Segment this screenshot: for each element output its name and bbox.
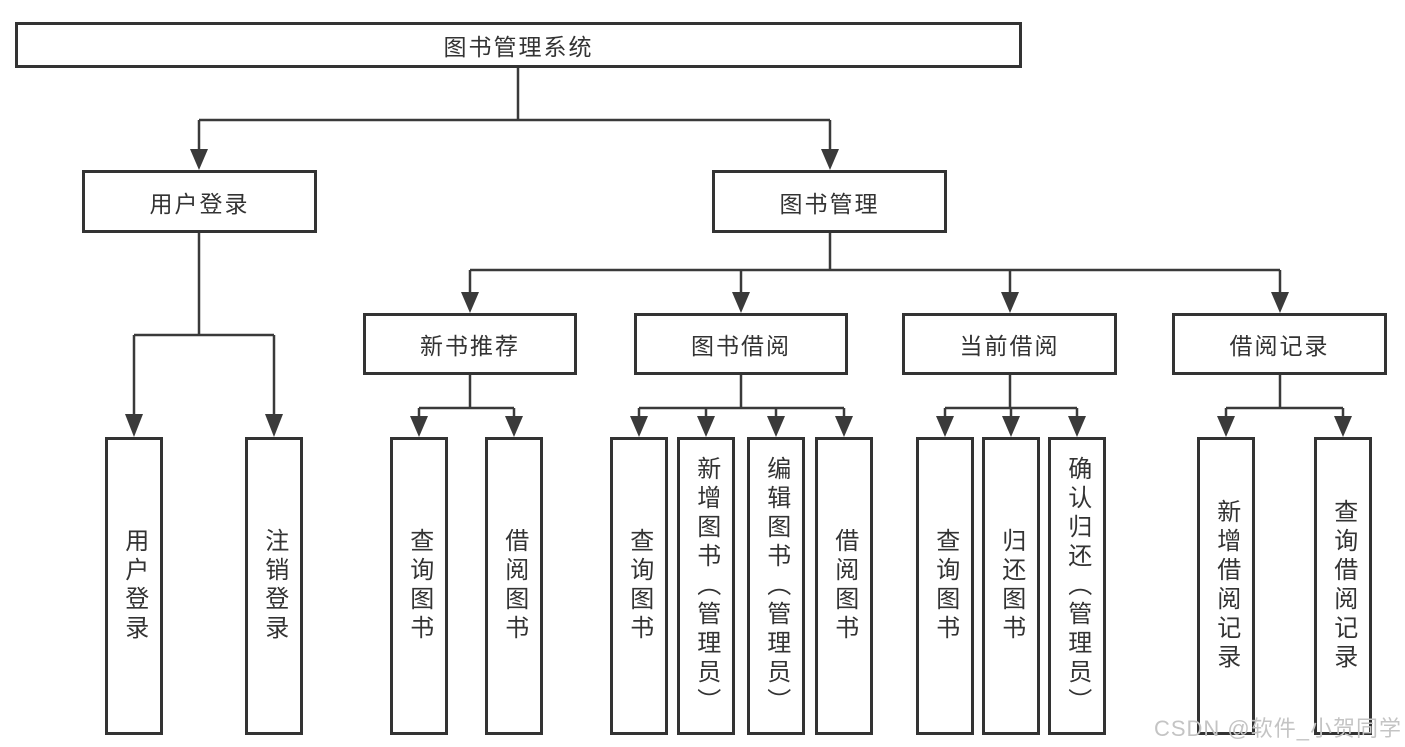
- leaf-query-books-borrow: 查询图书: [610, 437, 668, 735]
- node-label: 借阅记录: [1229, 333, 1330, 359]
- node-label: 当前借阅: [959, 333, 1060, 359]
- node-label: 注销登录: [260, 528, 288, 644]
- connector-recommend-to-leaves: [410, 375, 523, 437]
- node-borrowing-records: 借阅记录: [1172, 313, 1387, 375]
- leaf-user-login: 用户登录: [105, 437, 163, 735]
- arrow-down-icon: [461, 292, 479, 313]
- connector-bookmgmt-to-level3: [461, 233, 1289, 313]
- leaf-query-books-recommend: 查询图书: [390, 437, 448, 735]
- leaf-confirm-return-admin: 确认归还（管理员）: [1048, 437, 1106, 735]
- arrow-down-icon: [821, 149, 839, 170]
- arrow-down-icon: [630, 416, 648, 437]
- arrow-down-icon: [1217, 416, 1235, 437]
- arrow-down-icon: [190, 149, 208, 170]
- connector-root-to-level2: [190, 68, 839, 170]
- node-label: 新书推荐: [420, 333, 520, 359]
- node-new-book-recommendation: 新书推荐: [363, 313, 577, 375]
- node-label: 归还图书: [997, 528, 1025, 644]
- arrow-down-icon: [767, 416, 785, 437]
- arrow-down-icon: [1001, 292, 1019, 313]
- leaf-borrow-books: 借阅图书: [815, 437, 873, 735]
- node-book-borrowing: 图书借阅: [634, 313, 848, 375]
- leaf-return-books: 归还图书: [982, 437, 1040, 735]
- leaf-query-books-current: 查询图书: [916, 437, 974, 735]
- leaf-add-books-admin: 新增图书（管理员）: [677, 437, 735, 735]
- arrow-down-icon: [505, 416, 523, 437]
- arrow-down-icon: [410, 416, 428, 437]
- node-user-login: 用户登录: [82, 170, 317, 233]
- arrow-down-icon: [1334, 416, 1352, 437]
- node-library-management-system: 图书管理系统: [15, 22, 1022, 68]
- connector-userlogin-to-leaves: [125, 233, 283, 437]
- csdn-watermark: CSDN @软件_小贺同学: [1153, 716, 1402, 741]
- node-label: 查询图书: [931, 528, 959, 644]
- connector-current-to-leaves: [936, 375, 1086, 437]
- leaf-borrow-books-recommend: 借阅图书: [485, 437, 543, 735]
- node-label: 确认归还（管理员）: [1063, 455, 1091, 717]
- node-label: 用户登录: [120, 528, 148, 644]
- node-label: 图书管理系统: [443, 34, 594, 60]
- node-current-borrowing: 当前借阅: [902, 313, 1117, 375]
- leaf-query-borrow-record: 查询借阅记录: [1314, 437, 1372, 735]
- arrow-down-icon: [1271, 292, 1289, 313]
- node-label: 查询图书: [625, 528, 653, 644]
- leaf-add-borrow-record: 新增借阅记录: [1197, 437, 1255, 735]
- arrow-down-icon: [1002, 416, 1020, 437]
- node-label: 图书管理: [779, 190, 880, 217]
- arrow-down-icon: [835, 416, 853, 437]
- arrow-down-icon: [265, 414, 283, 437]
- node-label: 新增借阅记录: [1212, 499, 1240, 673]
- connector-borrow-to-leaves: [630, 375, 853, 437]
- node-label: 新增图书（管理员）: [692, 455, 720, 717]
- node-label: 图书借阅: [691, 333, 791, 359]
- arrow-down-icon: [936, 416, 954, 437]
- node-label: 用户登录: [149, 190, 250, 217]
- node-label: 查询图书: [405, 528, 433, 644]
- leaf-edit-books-admin: 编辑图书（管理员）: [747, 437, 805, 735]
- connector-records-to-leaves: [1217, 375, 1352, 437]
- leaf-logout: 注销登录: [245, 437, 303, 735]
- node-label: 借阅图书: [500, 528, 528, 644]
- arrow-down-icon: [1068, 416, 1086, 437]
- node-label: 编辑图书（管理员）: [762, 455, 790, 717]
- arrow-down-icon: [697, 416, 715, 437]
- node-label: 借阅图书: [830, 528, 858, 644]
- node-label: 查询借阅记录: [1329, 499, 1357, 673]
- arrow-down-icon: [732, 292, 750, 313]
- node-book-management: 图书管理: [712, 170, 947, 233]
- arrow-down-icon: [125, 414, 143, 437]
